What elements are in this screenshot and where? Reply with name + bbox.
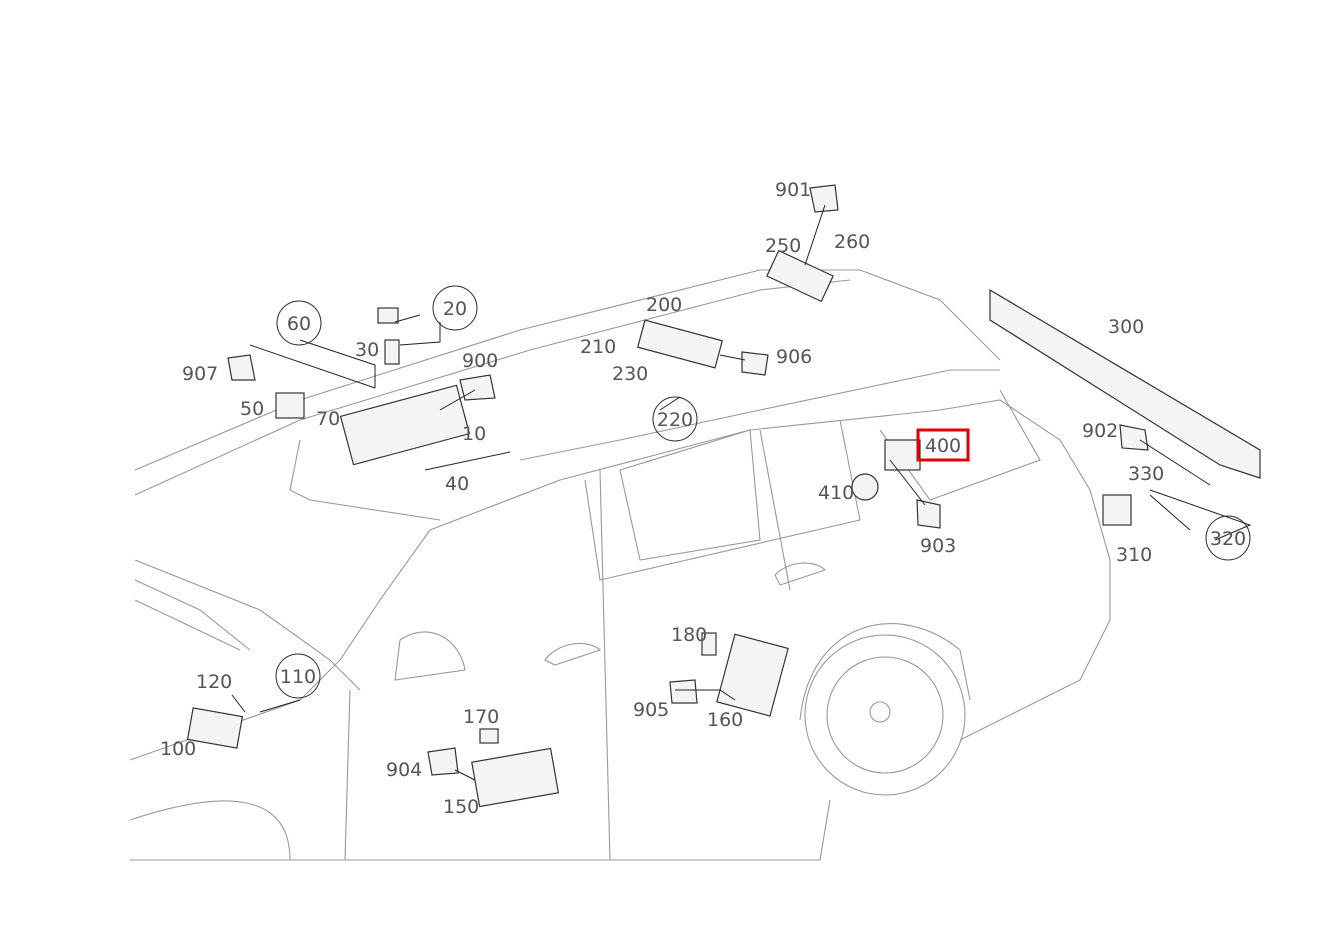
callout-40[interactable]: 40 [445,473,469,495]
callout-150[interactable]: 150 [443,796,479,818]
callout-circle [276,300,322,346]
callout-330[interactable]: 330 [1128,463,1164,485]
callout-100[interactable]: 100 [160,738,196,760]
callout-110[interactable]: 110 [280,666,316,688]
callout-70[interactable]: 70 [316,408,340,430]
callout-10[interactable]: 10 [462,423,486,445]
callout-410[interactable]: 410 [818,482,854,504]
callout-260[interactable]: 260 [834,231,870,253]
callout-circle [1205,515,1251,561]
callout-300[interactable]: 300 [1108,316,1144,338]
callout-170[interactable]: 170 [463,706,499,728]
callout-900[interactable]: 900 [462,350,498,372]
callout-902[interactable]: 902 [1082,420,1118,442]
callout-907[interactable]: 907 [182,363,218,385]
callout-903[interactable]: 903 [920,535,956,557]
callout-120[interactable]: 120 [196,671,232,693]
leader-lines [231,204,1252,781]
callout-60[interactable]: 60 [287,313,311,335]
callout-circle [652,396,698,442]
callout-905[interactable]: 905 [633,699,669,721]
highlight-box [916,428,970,462]
callout-200[interactable]: 200 [646,294,682,316]
callout-30[interactable]: 30 [355,339,379,361]
callout-50[interactable]: 50 [240,398,264,420]
callout-180[interactable]: 180 [671,624,707,646]
car-outline [129,269,1111,861]
callout-210[interactable]: 210 [580,336,616,358]
callout-220[interactable]: 220 [657,409,693,431]
callout-labels: 901 250 260 300 200 210 906 230 220 60 20 30 900 907 5… [160,179,1251,818]
callout-circle [432,285,478,331]
callout-230[interactable]: 230 [612,363,648,385]
callout-320[interactable]: 320 [1210,528,1246,550]
callout-904[interactable]: 904 [386,759,422,781]
callout-901[interactable]: 901 [775,179,811,201]
callout-circle [275,653,321,699]
callout-250[interactable]: 250 [765,235,801,257]
callout-400[interactable]: 400 [925,435,961,457]
callout-310[interactable]: 310 [1116,544,1152,566]
callout-20[interactable]: 20 [443,298,467,320]
parts [186,184,1261,808]
callout-160[interactable]: 160 [707,709,743,731]
callout-906[interactable]: 906 [776,346,812,368]
